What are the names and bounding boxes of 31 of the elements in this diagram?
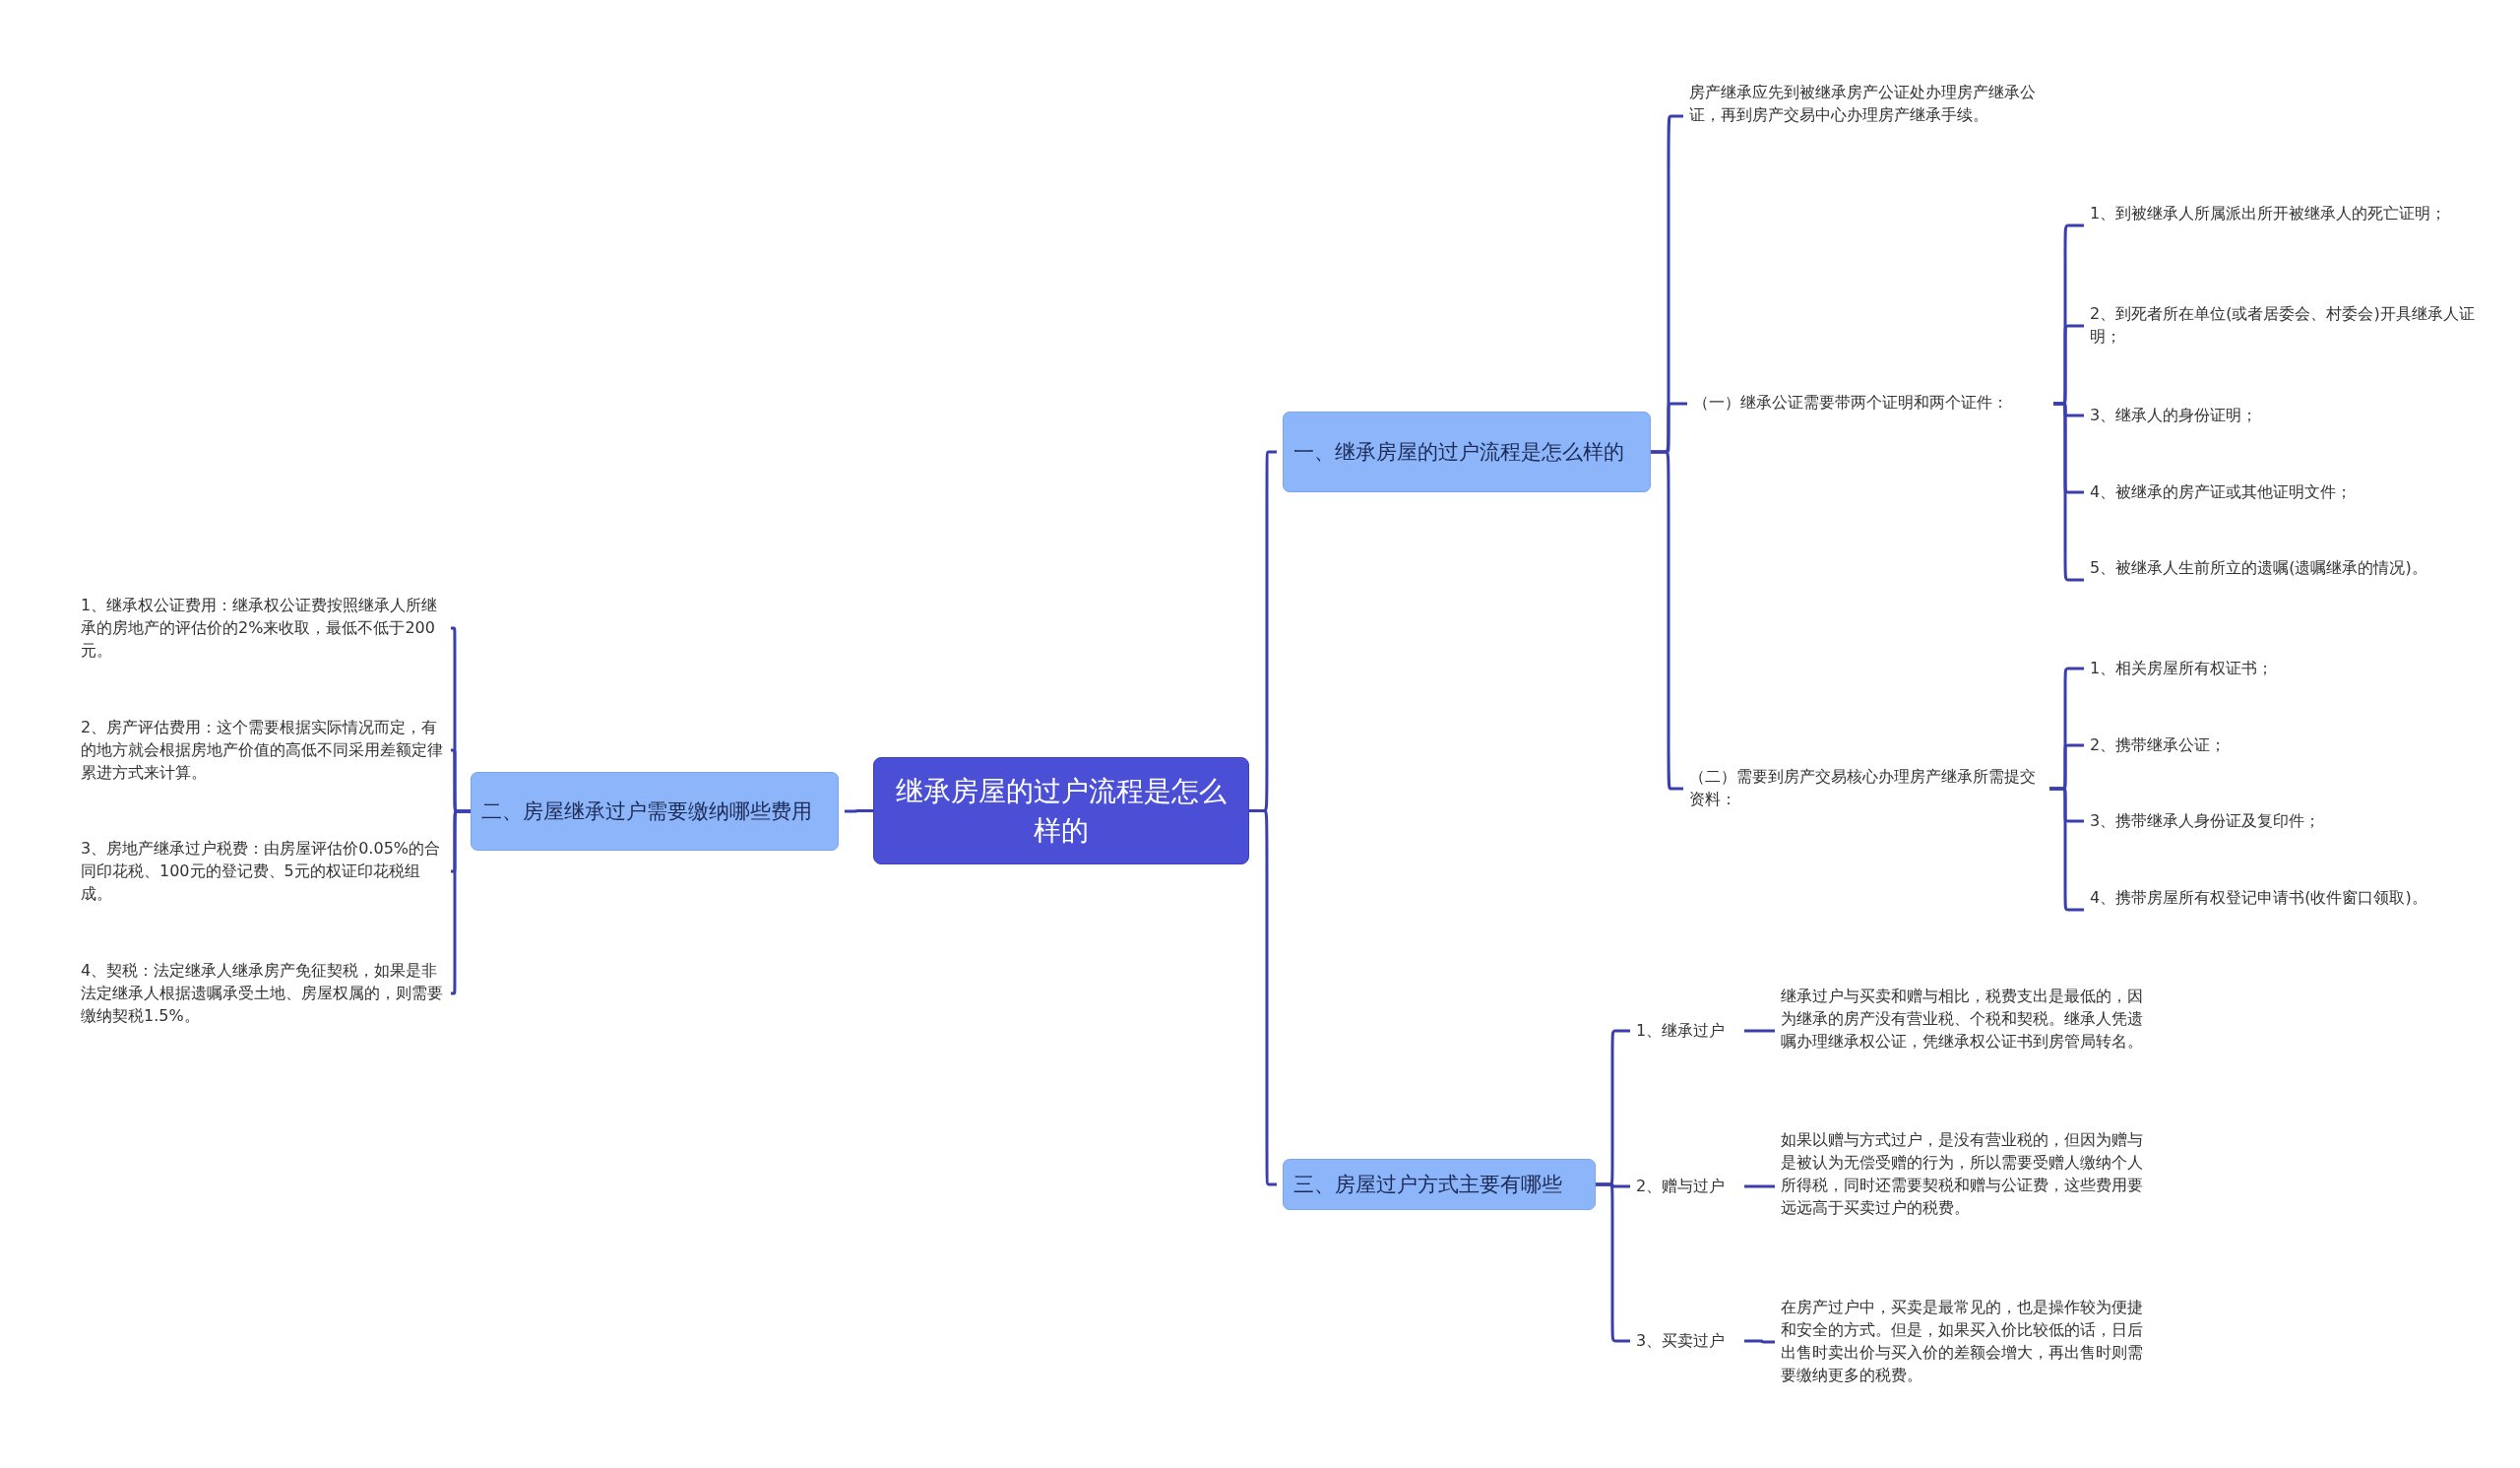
branch-text: 2、到死者所在单位(或者居委会、村委会)开具继承人证明； (2090, 302, 2484, 350)
branch-text: 房产继承应先到被继承房产公证处办理房产继承公证，再到房产交易中心办理房产继承手续。 (1689, 81, 2063, 152)
branch-text: 在房产过户中，买卖是最常见的，也是操作较为便捷和安全的方式。但是，如果买入价比较低的话，日后出售时卖出价与买入价的差额会增大，再出售时则需要缴纳更多的税费。 (1781, 1296, 2145, 1388)
branch-text: 2、赠与过户 (1636, 1175, 1744, 1198)
connector-line (1744, 1029, 1775, 1033)
branch-text: 继承过户与买卖和赠与相比，税费支出是最低的，因为继承的房产没有营业税、个税和契税。继承人凭遗嘱办理继承权公证，凭继承权公证书到房管局转名。 (1781, 985, 2145, 1077)
branch-text: 1、继承权公证费用：继承权公证费按照继承人所继承的房地产的评估价的2%来收取，最低不低于200 元。 (81, 594, 445, 663)
branch-text: 1、到被继承人所属派出所开被继承人的死亡证明； (2090, 202, 2484, 249)
branch-text: 3、买卖过户 (1636, 1329, 1744, 1353)
connector-line (1744, 1339, 1775, 1344)
topic-box: 三、房屋过户方式主要有哪些 (1283, 1159, 1596, 1210)
branch-text: 1、继承过户 (1636, 1019, 1744, 1043)
branch-text: （二）需要到房产交易核心办理房产继承所需提交资料： (1689, 765, 2049, 812)
branch-text: 1、相关房屋所有权证书； (2090, 657, 2484, 680)
branch-text: 4、携带房屋所有权登记申请书(收件窗口领取)。 (2090, 886, 2484, 933)
branch-text: （一）继承公证需要带两个证明和两个证件： (1693, 391, 2053, 416)
branch-text: 4、契税：法定继承人继承房产免征契税，如果是非法定继承人根据遗嘱承受土地、房屋权属的，则需要缴纳契税1.5%。 (81, 959, 445, 1028)
branch-text: 5、被继承人生前所立的遗嘱(遗嘱继承的情况)。 (2090, 556, 2484, 604)
central-topic-box: 继承房屋的过户流程是怎么样的 (873, 757, 1249, 864)
branch-text: 2、携带继承公证； (2090, 734, 2484, 757)
branch-text: 如果以赠与方式过户，是没有营业税的，但因为赠与是被认为无偿受赠的行为，所以需要受赠人缴纳个人所得税，同时还需要契税和赠与公证费，这些费用要远远高于买卖过户的税费。 (1781, 1128, 2145, 1245)
branch-text: 3、携带继承人身份证及复印件； (2090, 809, 2484, 833)
branch-text: 3、房地产继承过户税费：由房屋评估价0.05%的合同印花税、100元的登记费、5元的权证印花税组成。 (81, 837, 445, 906)
topic-box: 一、继承房屋的过户流程是怎么样的 (1283, 412, 1651, 492)
branch-text: 3、继承人的身份证明； (2090, 404, 2484, 427)
branch-text: 4、被继承的房产证或其他证明文件； (2090, 480, 2484, 504)
connector-line (450, 809, 471, 995)
connector-line (1744, 1184, 1775, 1188)
topic-box: 二、房屋继承过户需要缴纳哪些费用 (471, 772, 839, 851)
connector-line (845, 809, 873, 813)
branch-text: 2、房产评估费用：这个需要根据实际情况而定，有的地方就会根据房地产价值的高低不同采用差额定律累进方式来计算。 (81, 716, 445, 785)
